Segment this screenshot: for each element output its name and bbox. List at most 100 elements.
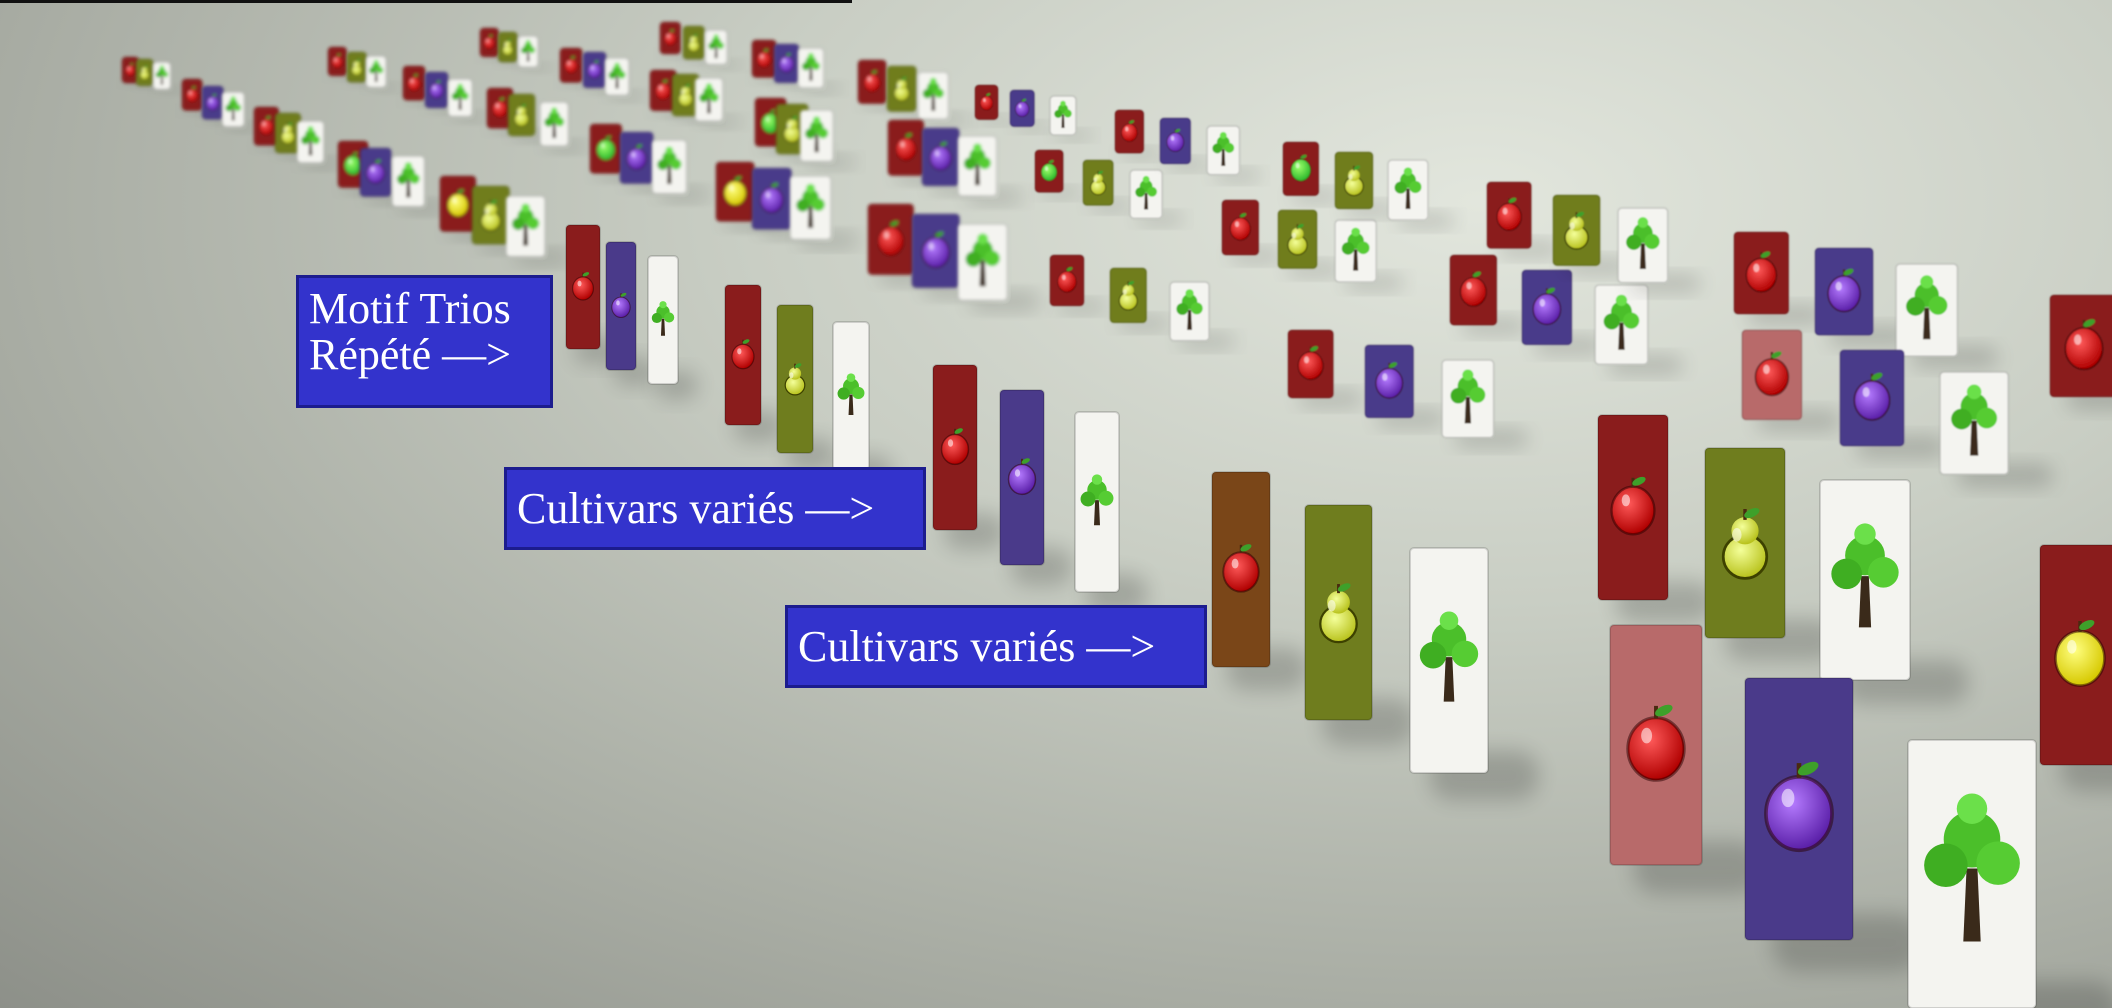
card-olive [1109,267,1171,330]
tree-icon [965,233,1000,287]
card-white [1049,95,1093,140]
tree-icon [1135,175,1157,210]
apple-icon [447,189,469,218]
card-white [505,195,571,265]
card-white [1617,207,1701,292]
tree-icon [1450,369,1486,424]
tree-icon [1603,294,1640,350]
cultivars-varies-line-1: Cultivars variés —> [517,484,875,533]
dark-top-bar [0,0,852,3]
tree-icon [651,301,675,336]
apple-icon [596,135,616,161]
tree-icon [699,83,719,114]
card-red [2049,294,2112,410]
apple-icon [664,29,677,46]
card-olive [497,31,531,66]
apple-icon [895,133,917,162]
plum-icon [1007,458,1037,496]
plum-icon [1166,128,1185,152]
card-purple [1744,677,1924,972]
apple-icon [125,63,136,77]
apple-icon [1297,346,1324,381]
tree-icon [1831,523,1899,628]
apple-icon [1121,120,1138,142]
card-pink [1741,329,1841,431]
card-white [694,77,742,127]
apple-icon [1459,271,1487,307]
card-white [1387,159,1455,228]
tree-icon [511,203,540,246]
plum-icon [759,182,784,214]
pear-icon [1721,508,1769,580]
apple-icon [1057,267,1077,293]
apple-icon [572,272,594,301]
tree-icon [1951,384,1998,456]
plum-icon [429,80,444,99]
card-red [1034,149,1082,198]
card-red [1733,231,1825,324]
apple-icon [979,93,994,111]
card-white [221,91,260,132]
tree-icon [1419,611,1479,702]
apple-icon [1222,544,1260,593]
tree-icon [369,59,384,82]
tree-icon [657,146,682,184]
tree-icon [805,116,829,153]
apple-icon [1610,476,1656,536]
card-white [1334,219,1404,290]
tree-icon [1924,793,2020,942]
card-pink [1609,624,1762,894]
plum-icon [1853,372,1891,421]
card-white [391,155,446,213]
pear-icon [687,33,700,52]
plum-icon [1375,362,1404,399]
tree-icon [837,373,865,415]
card-white [152,61,183,93]
apple-icon [564,56,578,74]
pear-icon [784,363,806,396]
card-white [1129,169,1184,225]
motif-trios-label: Motif Trios Répété —> [296,275,553,408]
card-white [539,101,587,152]
card-white [1895,263,1998,368]
pear-icon [280,122,295,144]
card-olive [1552,194,1631,275]
apple-icon [940,428,970,466]
card-red [1221,199,1283,262]
card-red [649,69,694,116]
apple-icon [723,176,747,206]
tree-icon [155,65,169,85]
plum-icon [1015,98,1030,118]
apple-icon [1290,154,1312,182]
pear-icon [514,103,529,127]
apple-icon [1040,160,1058,182]
card-white [789,175,858,248]
card-olive [776,304,837,471]
apple-icon [863,70,881,93]
apple-icon [1496,197,1523,232]
plum-icon [921,231,950,269]
apple-icon [1626,704,1686,782]
pear-icon [502,39,513,56]
card-red [1114,109,1163,159]
tree-icon [922,77,944,111]
card-red [1287,329,1363,407]
plum-icon [206,93,220,111]
pear-icon [480,199,501,232]
card-white [647,255,698,400]
cultivars-varies-label-2: Cultivars variés —> [785,605,1207,688]
card-white [1169,281,1235,348]
tree-icon [396,162,420,198]
pear-icon [351,59,363,76]
card-white [1907,739,2112,1008]
plum-icon [366,159,386,184]
card-white [296,120,342,169]
tree-icon [225,96,242,121]
plum-icon [778,53,795,73]
card-purple [1364,344,1446,427]
cultivars-varies-line-2: Cultivars variés —> [798,622,1156,671]
card-white [957,135,1023,204]
apple-icon [2064,319,2104,371]
apple-icon [756,48,772,68]
